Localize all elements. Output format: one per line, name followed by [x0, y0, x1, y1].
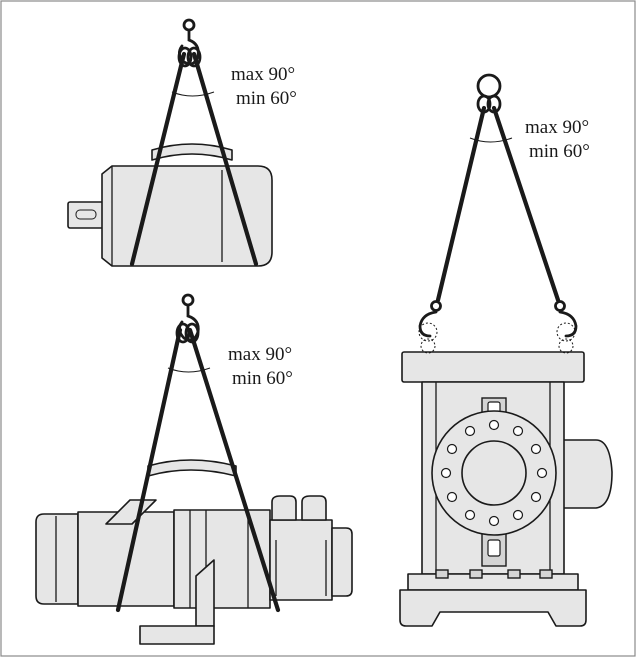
corner-hook-right	[554, 300, 578, 354]
sling-band	[151, 143, 233, 161]
max-angle-label: max 90°	[228, 344, 292, 365]
max-angle-label: max 90°	[231, 64, 295, 85]
housing-body	[399, 351, 613, 627]
sling-right	[191, 51, 259, 267]
angle-arc	[167, 367, 211, 373]
min-angle-label: min 60°	[236, 88, 297, 109]
motor-body	[67, 165, 273, 267]
sling-left	[129, 51, 187, 267]
min-angle-label: min 60°	[529, 141, 590, 162]
min-angle-label: min 60°	[232, 368, 293, 389]
max-angle-label: max 90°	[525, 117, 589, 138]
lifting-hook	[175, 293, 200, 344]
lifting-hook	[177, 18, 202, 68]
sling-right	[187, 327, 281, 613]
corner-hook-left	[418, 300, 442, 354]
sling-left	[115, 327, 183, 613]
panel-motor-top: max 90° min 60°	[67, 18, 297, 267]
pump-body	[35, 495, 353, 645]
lifting-ring	[476, 73, 502, 114]
flange-bolts	[440, 419, 548, 527]
angle-arc	[171, 91, 215, 97]
panel-pump-unit: max 90° min 60°	[35, 293, 353, 645]
panel-gear-housing: max 90° min 60°	[399, 73, 613, 627]
angle-arc	[469, 137, 513, 143]
